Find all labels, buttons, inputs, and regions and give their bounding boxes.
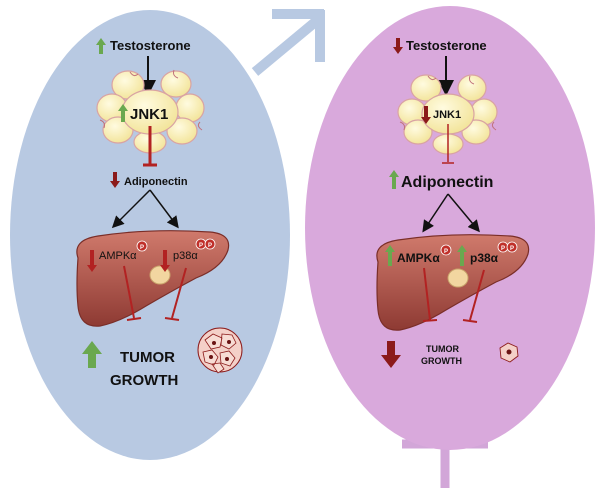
male-outcome-line1: TUMOR bbox=[120, 349, 175, 366]
up-arrow-icon bbox=[118, 104, 128, 122]
male-ampk-inhibit bbox=[123, 265, 135, 319]
male-kinase-label: JNK1 bbox=[130, 106, 168, 123]
up-arrow-icon bbox=[96, 38, 106, 54]
adipocyte-cluster-icon bbox=[96, 69, 205, 154]
phospho-mark: P bbox=[140, 245, 144, 251]
down-arrow-icon bbox=[381, 341, 401, 368]
female-adipokine-label: Adiponectin bbox=[401, 174, 493, 191]
male-symbol-icon bbox=[251, 9, 325, 76]
male-hormone-label: Testosterone bbox=[110, 38, 191, 53]
phospho-mark: P bbox=[501, 246, 505, 252]
female-arrow-to-ampk bbox=[422, 193, 449, 233]
phospho-mark: P bbox=[510, 246, 514, 252]
phospho-badge: P P bbox=[195, 238, 216, 250]
up-arrow-icon bbox=[385, 245, 395, 266]
up-arrow-icon bbox=[389, 170, 399, 189]
female-target-p38: p38α bbox=[470, 251, 499, 265]
male-p38-inhibit bbox=[171, 267, 187, 319]
female-panel bbox=[305, 6, 595, 450]
female-kinase-label: JNK1 bbox=[433, 109, 461, 121]
phospho-mark: P bbox=[208, 243, 212, 249]
female-ampk-inhibit bbox=[423, 267, 431, 321]
female-p38-inhibit bbox=[469, 269, 485, 321]
tumor-cell-icon bbox=[499, 342, 519, 363]
female-outcome-line1: TUMOR bbox=[426, 344, 459, 354]
female-hormone-label: Testosterone bbox=[406, 38, 487, 53]
male-arrow-to-ampk bbox=[111, 189, 151, 229]
inhibit-bar bbox=[164, 317, 180, 321]
male-target-ampk: AMPKα bbox=[99, 250, 137, 262]
down-arrow-icon bbox=[110, 172, 120, 188]
male-adipokine-label: Adiponectin bbox=[124, 176, 188, 188]
male-panel-content: Testosterone JNK1 Adiponectin bbox=[76, 38, 243, 389]
down-arrow-icon bbox=[160, 250, 170, 272]
down-arrow-icon bbox=[421, 106, 431, 124]
down-arrow-icon bbox=[87, 250, 97, 272]
inhibit-bar bbox=[126, 317, 142, 321]
adipocyte-cluster-icon bbox=[397, 74, 498, 155]
female-outcome-line2: GROWTH bbox=[421, 356, 462, 366]
tumor-cluster-icon bbox=[197, 327, 243, 374]
male-target-p38: p38α bbox=[173, 250, 198, 262]
female-panel-content: Testosterone JNK1 Adiponectin bbox=[376, 38, 530, 368]
up-arrow-icon bbox=[457, 245, 467, 266]
phospho-badge: P P bbox=[497, 241, 518, 253]
liver-icon bbox=[376, 234, 530, 331]
male-arrow-to-p38 bbox=[149, 189, 179, 229]
down-arrow-icon bbox=[393, 38, 403, 54]
female-arrow-to-p38 bbox=[447, 193, 480, 233]
up-arrow-icon bbox=[82, 341, 102, 368]
phospho-mark: P bbox=[199, 243, 203, 249]
inhibit-bar bbox=[422, 319, 438, 322]
phospho-badge: P bbox=[440, 244, 452, 256]
phospho-badge: P bbox=[136, 240, 148, 252]
inhibit-bar bbox=[462, 319, 478, 323]
liver-icon bbox=[76, 230, 230, 327]
female-target-ampk: AMPKα bbox=[397, 251, 440, 265]
male-outcome-line2: GROWTH bbox=[110, 372, 178, 389]
phospho-mark: P bbox=[444, 249, 448, 255]
